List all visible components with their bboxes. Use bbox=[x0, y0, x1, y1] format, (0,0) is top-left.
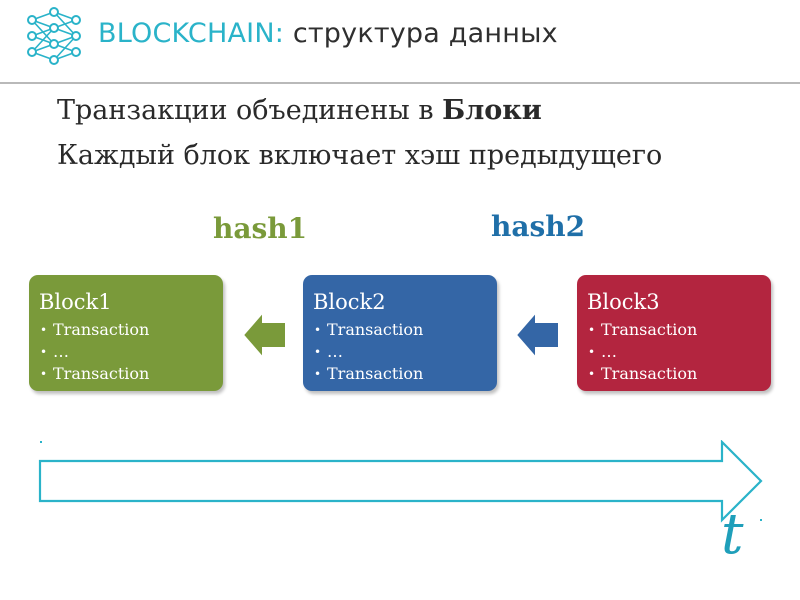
block-1: Block1 Transaction … Transaction bbox=[29, 275, 223, 391]
list-item: Transaction bbox=[39, 363, 223, 385]
intro-line-1: Транзакции объединены в Блоки bbox=[57, 95, 542, 126]
intro-line-1-text: Транзакции объединены в bbox=[57, 95, 434, 126]
block-2: Block2 Transaction … Transaction bbox=[303, 275, 497, 391]
list-item: Transaction bbox=[313, 319, 497, 341]
transaction-list: Transaction … Transaction bbox=[313, 319, 497, 385]
accent-dot bbox=[760, 519, 762, 521]
list-item: Transaction bbox=[587, 319, 771, 341]
network-nodes-icon bbox=[27, 7, 81, 65]
arrow-right-outline-icon bbox=[38, 440, 763, 523]
hash1-label: hash1 bbox=[213, 212, 308, 245]
list-item: … bbox=[587, 341, 771, 363]
list-item: Transaction bbox=[39, 319, 223, 341]
list-item: … bbox=[39, 341, 223, 363]
list-item: Transaction bbox=[587, 363, 771, 385]
time-label: t bbox=[721, 502, 744, 567]
header-divider bbox=[0, 82, 800, 84]
block-title: Block3 bbox=[587, 290, 660, 314]
block-title: Block2 bbox=[313, 290, 386, 314]
intro-line-1-bold: Блоки bbox=[442, 95, 542, 126]
list-item: Transaction bbox=[313, 363, 497, 385]
brand-label: BLOCKCHAIN: bbox=[98, 18, 285, 49]
arrow-left-icon bbox=[516, 310, 560, 360]
block-3: Block3 Transaction … Transaction bbox=[577, 275, 771, 391]
accent-dot bbox=[40, 441, 42, 443]
intro-line-2: Каждый блок включает хэш предыдущего bbox=[57, 140, 663, 171]
hash2-label: hash2 bbox=[491, 210, 586, 243]
arrow-left-icon bbox=[243, 310, 287, 360]
transaction-list: Transaction … Transaction bbox=[587, 319, 771, 385]
transaction-list: Transaction … Transaction bbox=[39, 319, 223, 385]
block-title: Block1 bbox=[39, 290, 112, 314]
list-item: … bbox=[313, 341, 497, 363]
page-title: BLOCKCHAIN: структура данных bbox=[98, 18, 558, 49]
title-subtitle: структура данных bbox=[292, 18, 558, 49]
